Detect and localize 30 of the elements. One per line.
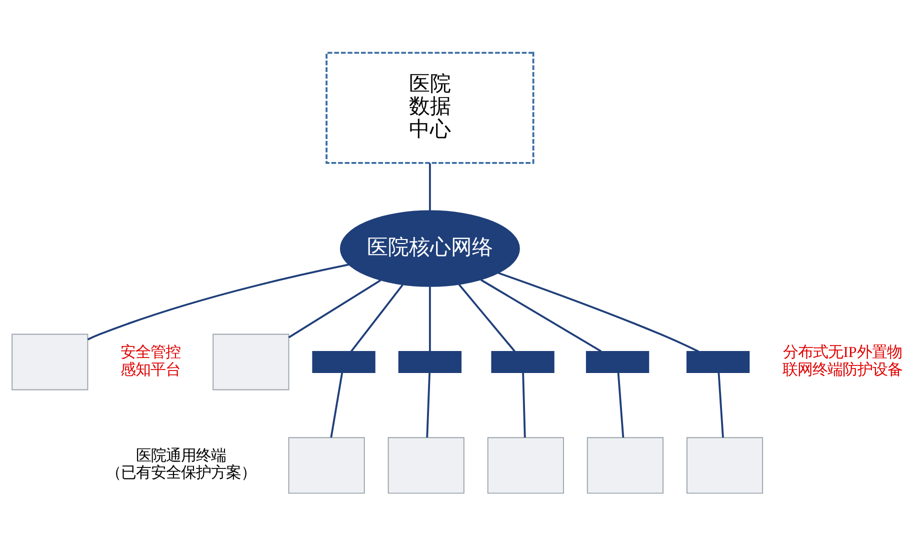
connector [458, 283, 516, 352]
node-box [586, 350, 650, 373]
node-box [398, 350, 462, 373]
node-ellipse: 医院核心网络 [340, 210, 520, 286]
node-box [288, 436, 365, 494]
node-label: 安全管控感知平台 [120, 344, 180, 378]
node-label: 医院通用终端（已有安全保护方案） [106, 446, 256, 482]
node-box [686, 436, 764, 494]
node-box [12, 333, 88, 390]
connector [522, 372, 526, 438]
connector [87, 263, 350, 340]
connector [498, 272, 699, 352]
label: 分布式无IP外置物联网终端防护设备 [782, 344, 903, 378]
connector [428, 286, 431, 351]
node-box [312, 350, 376, 373]
connector [718, 372, 724, 438]
connector [428, 162, 431, 210]
connector [350, 284, 404, 352]
connector [617, 372, 624, 438]
node-box [487, 436, 564, 494]
node-box [388, 436, 464, 494]
node-box [686, 350, 750, 373]
connector [426, 372, 431, 438]
node-box [586, 436, 664, 494]
node-box [212, 333, 290, 390]
connector [480, 278, 602, 352]
connector [330, 372, 344, 438]
connector [288, 279, 382, 338]
node-box: 医院数据中心 [326, 51, 534, 164]
node-box [491, 350, 554, 373]
